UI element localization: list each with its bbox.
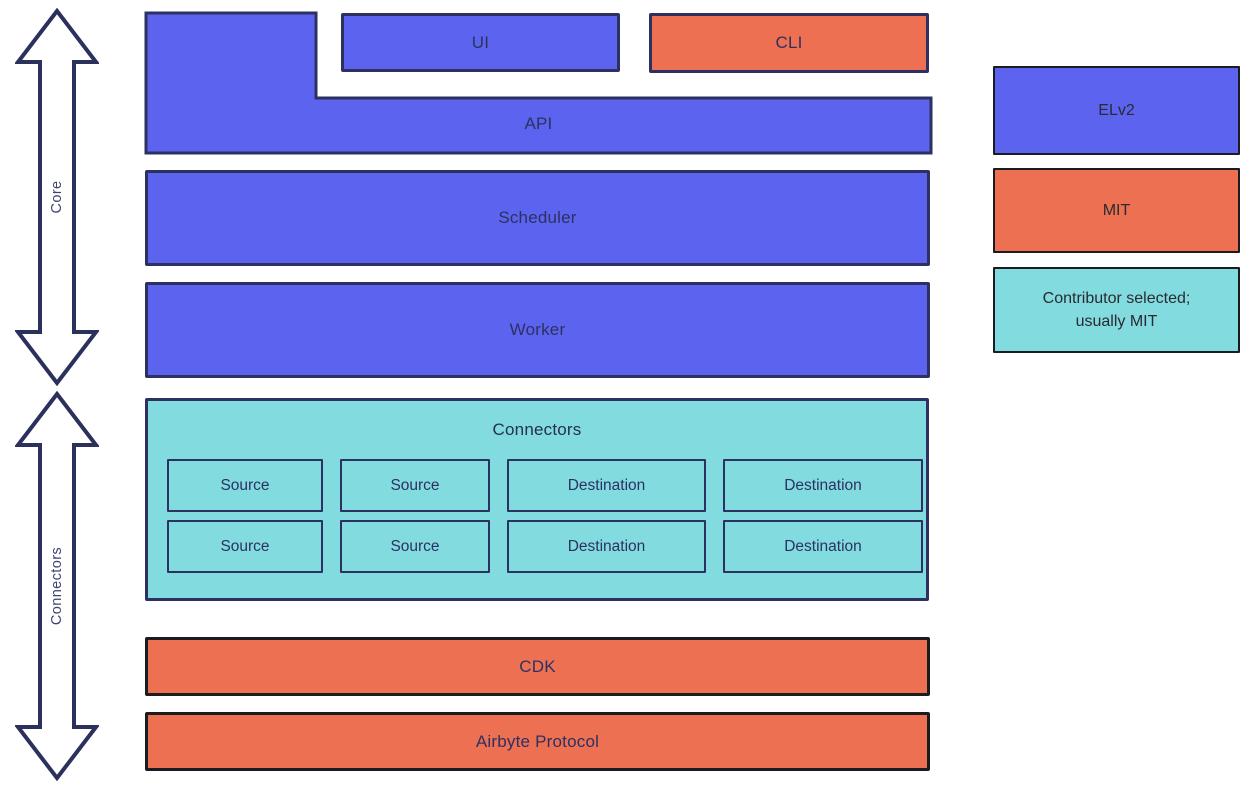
- legend-contributor-selected: Contributor selected; usually MIT: [993, 267, 1240, 353]
- api-box: [144, 11, 933, 155]
- destination-box: Destination: [507, 520, 706, 573]
- legend-elv2: ELv2: [993, 66, 1240, 155]
- legend-mit: MIT: [993, 168, 1240, 253]
- connectors-grid: Source Source Destination Destination So…: [148, 459, 926, 573]
- scheduler-box: Scheduler: [145, 170, 930, 266]
- connectors-box: Connectors Source Source Destination Des…: [145, 398, 929, 601]
- airbyte-protocol-box: Airbyte Protocol: [145, 712, 930, 771]
- connectors-title: Connectors: [492, 420, 582, 439]
- worker-box: Worker: [145, 282, 930, 378]
- source-box: Source: [340, 459, 490, 512]
- core-group-label: Core: [49, 180, 65, 213]
- cdk-box: CDK: [145, 637, 930, 696]
- source-box: Source: [167, 520, 323, 573]
- connectors-group-arrow: Connectors: [15, 391, 99, 781]
- destination-box: Destination: [507, 459, 706, 512]
- source-box: Source: [167, 459, 323, 512]
- destination-box: Destination: [723, 459, 923, 512]
- double-arrow-shape: [15, 391, 99, 781]
- ui-box: UI: [341, 13, 620, 72]
- api-shape: [144, 11, 933, 155]
- connectors-group-label: Connectors: [49, 547, 65, 625]
- core-group-arrow: Core: [15, 8, 99, 386]
- destination-box: Destination: [723, 520, 923, 573]
- source-box: Source: [340, 520, 490, 573]
- cli-box: CLI: [649, 13, 929, 73]
- double-arrow-shape: [15, 8, 99, 386]
- api-label: API: [524, 114, 553, 133]
